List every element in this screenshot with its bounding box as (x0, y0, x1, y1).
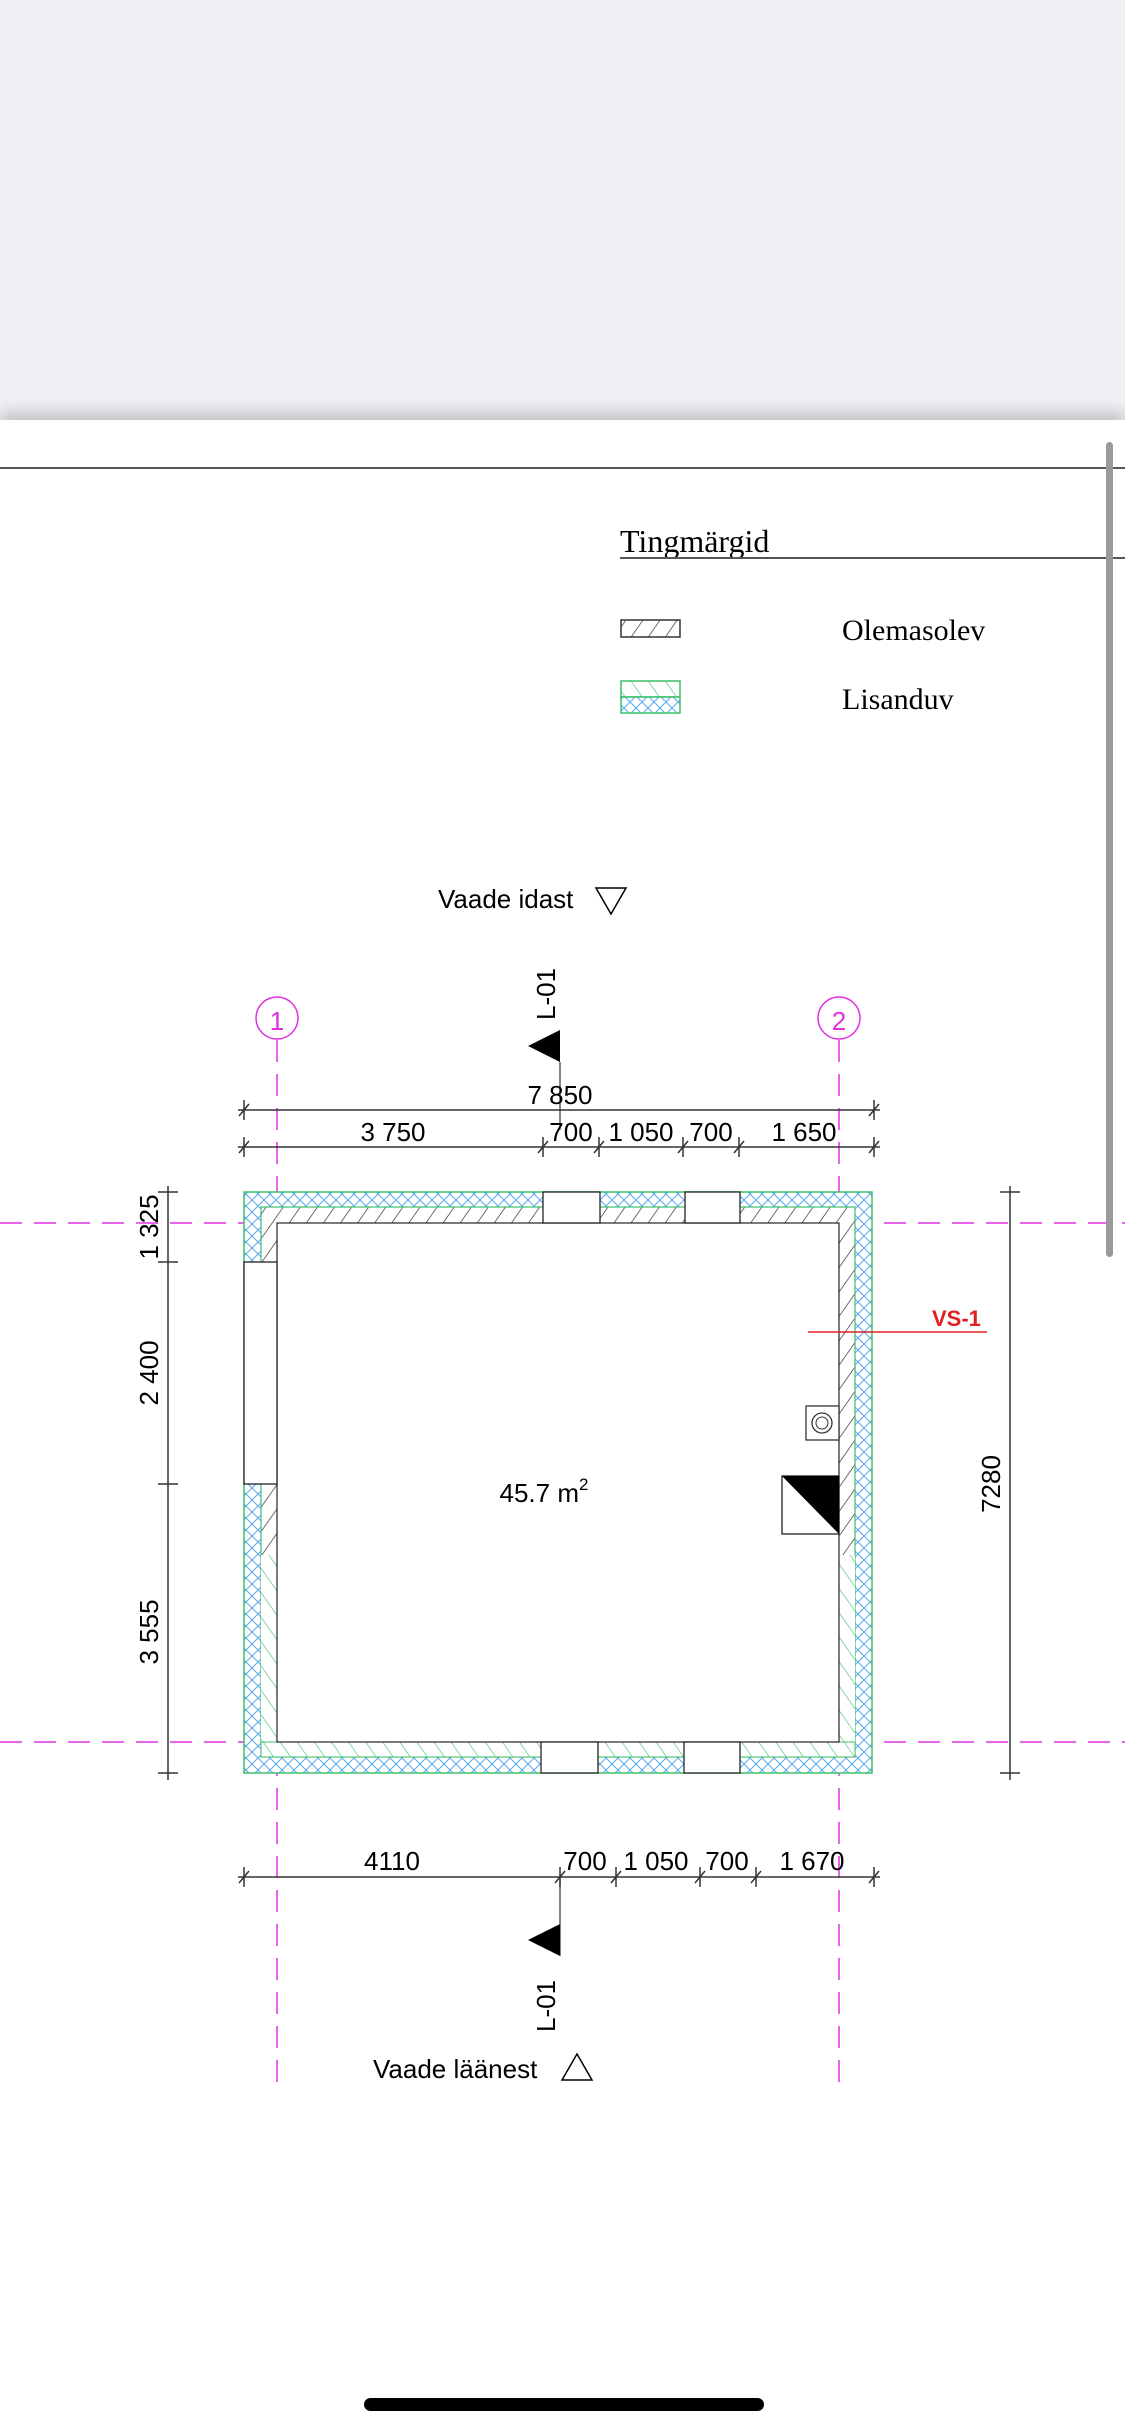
dim-bottom: 4110 (364, 1846, 420, 1876)
walls (243, 1191, 873, 1774)
legend-title: Tingmärgid (620, 523, 769, 559)
section-label-bottom: L-01 (531, 1980, 561, 2032)
axis-label-1: 1 (270, 1006, 284, 1036)
room-area: 45.7 m2 (500, 1475, 589, 1508)
window (540, 1741, 599, 1774)
dim-total-width: 7 850 (527, 1080, 592, 1110)
section-label-top: L-01 (531, 968, 561, 1020)
dim-right: 7280 (976, 1455, 1006, 1513)
chimney (805, 1405, 840, 1441)
dim-left: 2 400 (134, 1340, 164, 1405)
view-label-bottom: Vaade läänest (373, 2054, 538, 2084)
axis-label-2: 2 (832, 1006, 846, 1036)
right-dimension-line (1000, 1186, 1020, 1780)
view-triangle-down-icon (594, 887, 628, 916)
legend-existing-label: Olemasolev (842, 614, 985, 647)
window (683, 1741, 741, 1774)
dim-bottom: 1 050 (623, 1846, 688, 1876)
top-dimension-lines (238, 1100, 880, 1157)
legend-added-swatch-blue (620, 696, 681, 714)
window (542, 1191, 601, 1224)
bottom-dimension-lines (238, 1867, 880, 1887)
view-triangle-up-icon (560, 2052, 594, 2081)
legend-added-swatch-green (620, 680, 681, 698)
dim-left: 3 555 (134, 1599, 164, 1664)
legend: Tingmärgid Olemasolev Lisanduv (620, 523, 1125, 716)
view-label-top: Vaade idast (438, 884, 574, 914)
dim-left: 1 325 (134, 1194, 164, 1259)
legend-existing-swatch (620, 619, 681, 638)
dim-top: 700 (689, 1117, 732, 1147)
dim-bottom: 700 (563, 1846, 606, 1876)
dim-top: 1 050 (608, 1117, 673, 1147)
home-indicator[interactable] (364, 2398, 764, 2411)
vertical-scrollbar[interactable] (1106, 442, 1113, 1257)
axis-marker-2 (817, 996, 861, 1040)
window (684, 1191, 741, 1224)
dim-bottom: 700 (705, 1846, 748, 1876)
dim-top: 1 650 (771, 1117, 836, 1147)
section-arrow-bottom-icon (528, 1924, 560, 1956)
section-label-vs1: VS-1 (932, 1306, 981, 1331)
axis-marker-1 (255, 996, 299, 1040)
door-opening (243, 1261, 278, 1485)
left-dimension-lines (158, 1186, 178, 1780)
dim-top: 700 (549, 1117, 592, 1147)
legend-added-label: Lisanduv (842, 683, 954, 716)
dim-top: 3 750 (360, 1117, 425, 1147)
dim-bottom: 1 670 (779, 1846, 844, 1876)
section-arrow-top-icon (528, 1030, 560, 1062)
